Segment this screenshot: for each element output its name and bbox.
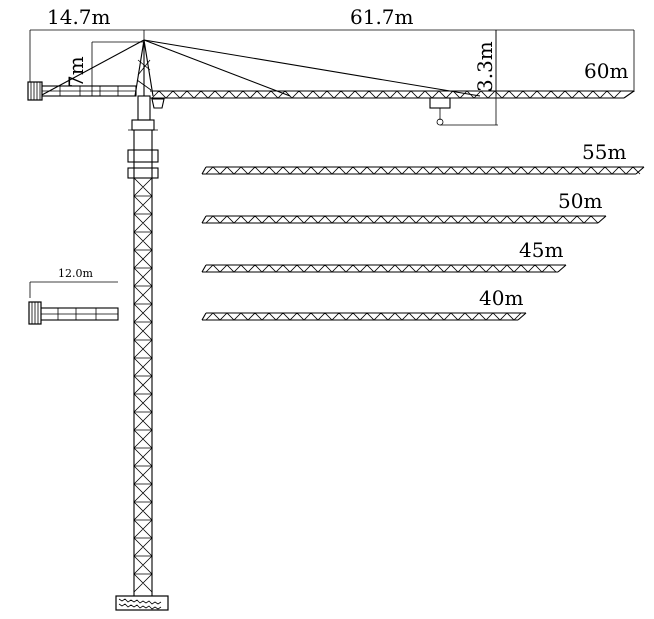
jib-tie-bars <box>39 39 481 97</box>
jib-option-45 <box>201 264 567 273</box>
short-counter-jib-length-label: 12.0m <box>58 267 93 280</box>
short-counter-jib <box>28 281 119 325</box>
jib-option-50-label: 50m <box>558 189 602 213</box>
jib-length-label: 61.7m <box>350 5 414 29</box>
jib-option-40 <box>201 312 527 321</box>
tower-head <box>134 39 154 97</box>
jib-option-55 <box>201 166 645 175</box>
counter-jib-length-label: 14.7m <box>47 5 111 29</box>
jib-option-50 <box>201 215 607 224</box>
counter-jib <box>39 85 137 97</box>
trolley-dimension <box>440 30 498 126</box>
trolley-hook <box>429 97 451 126</box>
jib-option-40-label: 40m <box>479 286 523 310</box>
tower-head-dimension <box>91 41 144 96</box>
slewing-section <box>127 95 159 179</box>
operator-cab <box>151 98 165 109</box>
counterweight <box>27 81 43 101</box>
tower-mast <box>133 130 153 596</box>
main-jib <box>150 90 635 99</box>
tower-base <box>115 595 169 611</box>
trolley-height-label: 3.3m <box>473 41 497 92</box>
jib-option-55-label: 55m <box>582 140 626 164</box>
jib-option-60-label: 60m <box>584 59 628 83</box>
jib-option-45-label: 45m <box>519 238 563 262</box>
